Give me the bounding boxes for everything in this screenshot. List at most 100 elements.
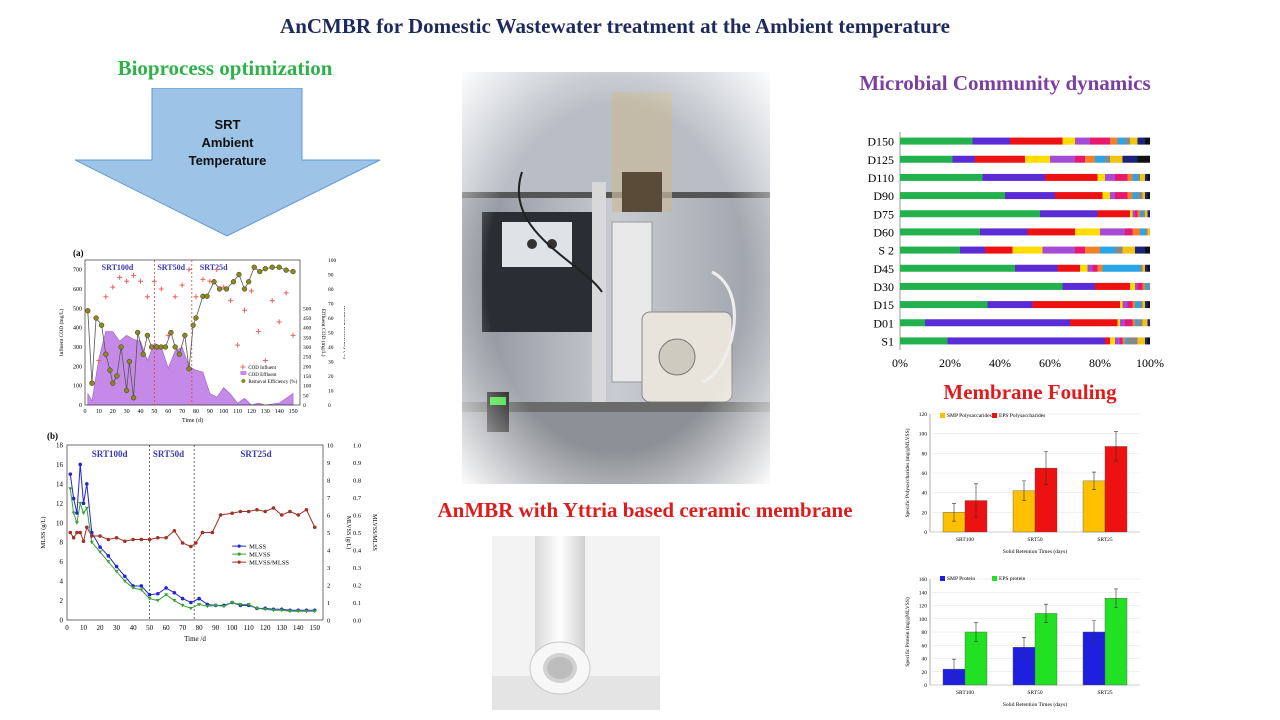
bar-segment [1145,301,1148,309]
category-label: D125 [867,153,894,167]
fouling-title: Membrane Fouling [943,380,1117,404]
mlvss-point [74,521,79,525]
ratio-point [312,525,317,530]
y-right2-tick: 0.0 [353,618,361,625]
category-label: D75 [873,207,894,221]
x-tick: 80 [196,624,204,632]
mlvss-point [213,603,218,608]
bar-segment [900,137,973,145]
y-right-tick: 0 [303,403,306,409]
bar-segment [980,228,1028,236]
bar-segment [1145,173,1148,181]
bar-segment [1137,137,1145,145]
y-left-tick: 16 [56,461,64,469]
y-left-tick: 200 [73,364,82,370]
bar-segment [1132,319,1135,327]
y-right2-tick: 0.6 [353,513,362,520]
bar-segment [1127,192,1133,200]
bar-segment [1145,210,1148,218]
mlvss-point [197,602,202,607]
bar-segment [1132,301,1135,309]
removal-point [114,373,120,379]
bar-segment [1095,282,1130,290]
y-tick: 80 [922,630,928,636]
category-label: D110 [868,171,894,185]
y-right-tick: 450 [303,316,312,322]
bar-segment [1147,282,1150,290]
x-tick: 20 [97,624,105,632]
mlvss-point [164,593,169,597]
removal-point [85,308,91,314]
x-tick: 110 [244,624,255,632]
mlvss-point [71,511,76,516]
legend-removal: Removal Efficiency (%) [248,380,297,385]
y-left-label: Influent COD (mg/L) [58,309,65,357]
bar-segment [1140,301,1143,309]
bar-segment [1115,337,1120,345]
mlss-point [85,482,89,486]
legend-swatch [992,576,997,581]
influent-marker [103,294,109,300]
ratio-point [288,509,292,514]
y-tick: 120 [919,412,928,418]
y-right-tick: 2 [327,583,330,590]
mlvss-point [296,609,301,614]
x-tick: 0% [892,356,908,370]
mlvss-point [98,550,103,554]
removal-point [236,271,242,278]
y-tick: 40 [922,491,928,497]
legend-removal-marker [241,379,246,383]
bar-segment [1090,137,1110,145]
influent-marker [186,267,192,273]
bioprocess-title: Bioprocess optimization [117,56,333,80]
mlvss-point [279,608,284,613]
bar-segment [1142,282,1145,290]
arrow-line-temperature: Temperature [188,153,267,168]
category-label: D60 [873,225,894,239]
ratio-point [156,535,160,540]
removal-point [257,268,263,275]
arrow-label: SRT Ambient Temperature [155,116,300,170]
mlvss-point [122,579,127,584]
bar-segment [1137,210,1140,218]
panel-label: (a) [73,248,84,258]
y-right-tick: 10 [327,443,334,450]
bar-segment [1122,301,1128,309]
mlss-point [189,600,193,605]
y-right-tick: 6 [327,513,331,520]
bar-segment [1142,192,1145,200]
y-right2-tick: 100 [328,258,337,264]
bar-segment [1135,246,1145,254]
ratio-point [304,507,309,512]
bar-segment [1102,264,1140,272]
legend-marker [237,552,241,556]
x-tick: 80 [193,409,199,415]
category-label: D15 [873,298,894,312]
removal-point [103,351,109,357]
bar-segment [1137,192,1143,200]
x-tick: 120 [260,624,271,632]
y-right2-tick: 0.7 [353,495,362,502]
mlss-point [81,501,86,506]
bar-segment [900,246,960,254]
bar-segment [1122,155,1138,163]
removal-point [230,279,237,285]
bar-segment [1132,210,1135,218]
bar-segment [1010,137,1063,145]
y-right2-label: Removal Efficiency (%) [342,306,345,360]
bar-segment [1142,210,1145,218]
removal-point [251,264,257,270]
bar-segment [1105,337,1110,345]
x-tick: 150 [309,624,320,632]
bar-segment [1005,192,1055,200]
y-tick: 120 [919,604,928,610]
bar-segment [1147,319,1150,327]
x-tick: SRT100 [956,690,974,696]
y-right-label: MLVSS (g/L) [345,516,352,549]
error-bar [1022,637,1026,658]
influent-marker [179,282,185,288]
mlss-point [114,564,119,569]
bar-segment [1137,282,1143,290]
influent-marker [193,294,199,300]
removal-point [148,344,155,350]
